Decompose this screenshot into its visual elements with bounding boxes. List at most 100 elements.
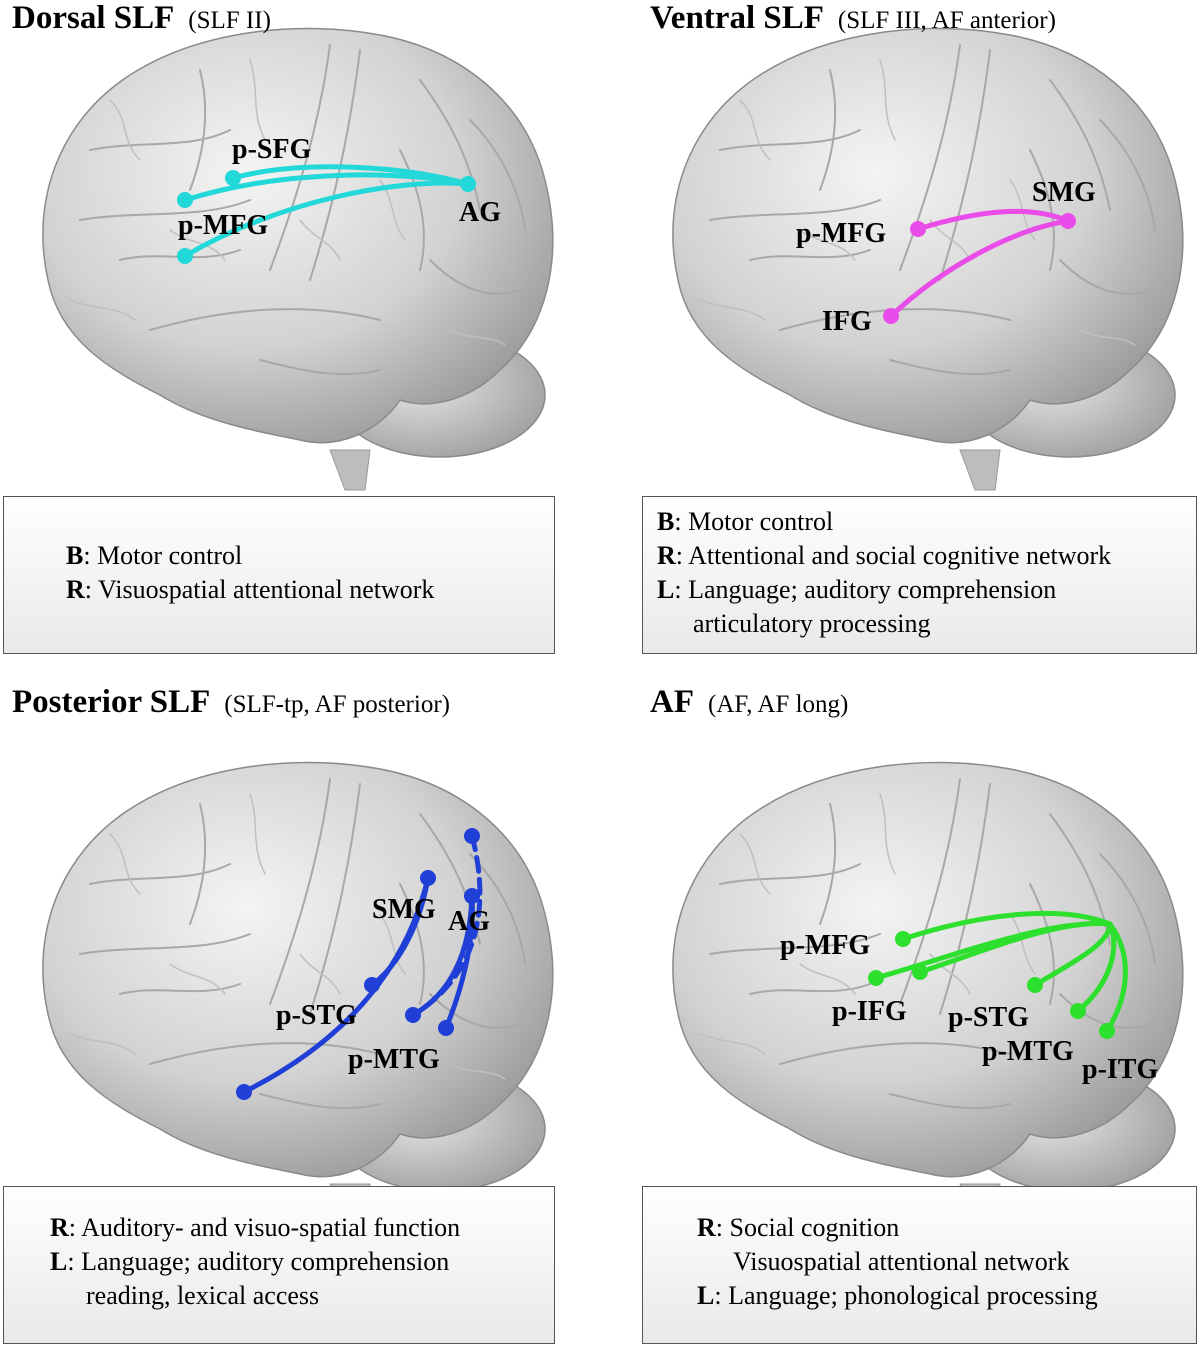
node-ag: [460, 176, 476, 192]
af-tracts: [873, 910, 1128, 1034]
function-text: : Language; auditory comprehension: [67, 1247, 450, 1276]
node-ifg: [883, 308, 899, 324]
panel-af: p-MFG p-IFG p-STG p-MTG p-ITG AF (AF, AF …: [600, 674, 1200, 1347]
function-key: R: [66, 575, 85, 604]
function-line: L: Language; auditory comprehension: [50, 1245, 554, 1279]
posterior-tracts: [241, 833, 483, 1095]
node-pstg: [364, 977, 380, 993]
label-pifg: p-IFG: [832, 996, 907, 1027]
label-pitg: p-ITG: [1082, 1054, 1158, 1085]
label-ag: AG: [459, 197, 501, 228]
tract-smg-pstg: [369, 875, 431, 988]
tract-pmfg: [900, 910, 1113, 942]
function-continuation: reading, lexical access: [86, 1281, 320, 1310]
function-line: L: Language; phonological processing: [697, 1279, 1196, 1313]
label-ifg: IFG: [822, 306, 872, 337]
ventral-tracts: [888, 208, 1071, 319]
function-line: R: Visuospatial attentional network: [66, 573, 554, 607]
function-text: : Motor control: [674, 507, 834, 536]
tract-pmtg: [1075, 921, 1117, 1014]
function-text: : Language; auditory comprehension: [674, 575, 1057, 604]
node-psfg: [225, 170, 241, 186]
panel-title: Ventral SLF(SLF III, AF anterior): [650, 0, 1056, 37]
function-key: L: [50, 1247, 68, 1276]
node-pmtg: [1070, 1003, 1086, 1019]
tract-pstg: [1032, 921, 1113, 988]
tract-pmfg-smg: [915, 208, 1071, 232]
function-box: B: Motor control R: Visuospatial attenti…: [3, 496, 555, 654]
function-text: : Social cognition: [715, 1213, 900, 1242]
panel-posterior-slf: SMG AG p-STG p-MTG Posterior SLF (SLF-tp,…: [0, 674, 600, 1347]
node-smg: [1060, 213, 1076, 229]
function-box: B: Motor control R: Attentional and soci…: [642, 496, 1197, 654]
posterior-slf-diagram: SMG AG p-STG p-MTG: [41, 761, 554, 1225]
node-pitg: [1099, 1023, 1115, 1039]
function-text: : Language; phonological processing: [714, 1281, 1098, 1310]
dorsal-nodes: [177, 170, 476, 264]
tract-pifg-2: [917, 920, 1113, 975]
node-smg: [420, 870, 436, 886]
node-pifg-2: [912, 964, 928, 980]
function-text: : Auditory- and visuo-spatial function: [68, 1213, 461, 1242]
tract-pmfg-ag: [182, 172, 471, 203]
node-pifg: [868, 970, 884, 986]
node-pmfg-lower: [177, 248, 193, 264]
function-line: R: Social cognition: [697, 1211, 1196, 1245]
tract-pitg: [1104, 921, 1128, 1034]
af-nodes: [868, 931, 1115, 1039]
function-line: L: Language; auditory comprehension: [657, 573, 1196, 607]
function-text: : Visuospatial attentional network: [84, 575, 435, 604]
function-box: R: Social cognition Visuospatial attenti…: [642, 1186, 1197, 1344]
title-subtitle: (SLF II): [188, 7, 271, 34]
node-top: [464, 828, 480, 844]
function-text: : Motor control: [83, 541, 243, 570]
label-smg: SMG: [1032, 177, 1096, 208]
function-line: R: Auditory- and visuo-spatial function: [50, 1211, 554, 1245]
function-line: R: Attentional and social cognitive netw…: [657, 539, 1196, 573]
title-subtitle: (SLF-tp, AF posterior): [224, 691, 450, 718]
node-pmfg: [177, 192, 193, 208]
label-pstg: p-STG: [276, 1000, 357, 1031]
label-pmtg: p-MTG: [348, 1044, 440, 1075]
label-pmfg: p-MFG: [796, 218, 886, 249]
tract-pmfg2-ag: [182, 180, 471, 259]
panel-title: Posterior SLF (SLF-tp, AF posterior): [12, 684, 450, 721]
title-subtitle: (AF, AF long): [708, 691, 849, 718]
ventral-slf-diagram: SMG p-MFG IFG: [671, 27, 1184, 492]
title-main: Posterior SLF: [12, 684, 211, 720]
panel-dorsal-slf: p-SFG p-MFG AG Dorsal SLF(SLF II) B: Mot…: [0, 0, 600, 673]
brain-illustration: [41, 27, 554, 492]
dorsal-slf-diagram: p-SFG p-MFG AG: [41, 27, 554, 492]
tract-dashed: [410, 833, 483, 1018]
function-line: B: Motor control: [66, 539, 554, 573]
function-text: : Attentional and social cognitive netwo…: [675, 541, 1112, 570]
function-key: R: [50, 1213, 69, 1242]
function-key: L: [697, 1281, 715, 1310]
dorsal-tracts: [182, 164, 471, 259]
label-ag: AG: [448, 906, 490, 937]
node-temporal: [236, 1084, 252, 1100]
node-pmfg: [895, 931, 911, 947]
title-main: Ventral SLF: [650, 0, 824, 36]
node-pmtg: [438, 1020, 454, 1036]
label-pmtg: p-MTG: [982, 1036, 1074, 1067]
label-psfg: p-SFG: [232, 134, 312, 165]
function-continuation: Visuospatial attentional network: [733, 1247, 1070, 1276]
function-key: L: [657, 575, 675, 604]
ventral-nodes: [883, 213, 1076, 324]
af-diagram: p-MFG p-IFG p-STG p-MTG p-ITG: [671, 761, 1184, 1225]
node-ag: [464, 888, 480, 904]
panel-ventral-slf: SMG p-MFG IFG Ventral SLF(SLF III, AF an…: [600, 0, 1200, 673]
posterior-nodes: [236, 828, 480, 1100]
brain-illustration: [671, 27, 1184, 492]
function-continuation: articulatory processing: [693, 609, 931, 638]
brain-illustration: [671, 761, 1184, 1225]
node-pmfg: [910, 221, 926, 237]
function-key: R: [657, 541, 676, 570]
function-line: B: Motor control: [657, 505, 1196, 539]
label-smg: SMG: [372, 894, 436, 925]
function-key: R: [697, 1213, 716, 1242]
title-main: AF: [650, 684, 694, 720]
panel-title: AF (AF, AF long): [650, 684, 848, 721]
panel-title: Dorsal SLF(SLF II): [12, 0, 271, 37]
